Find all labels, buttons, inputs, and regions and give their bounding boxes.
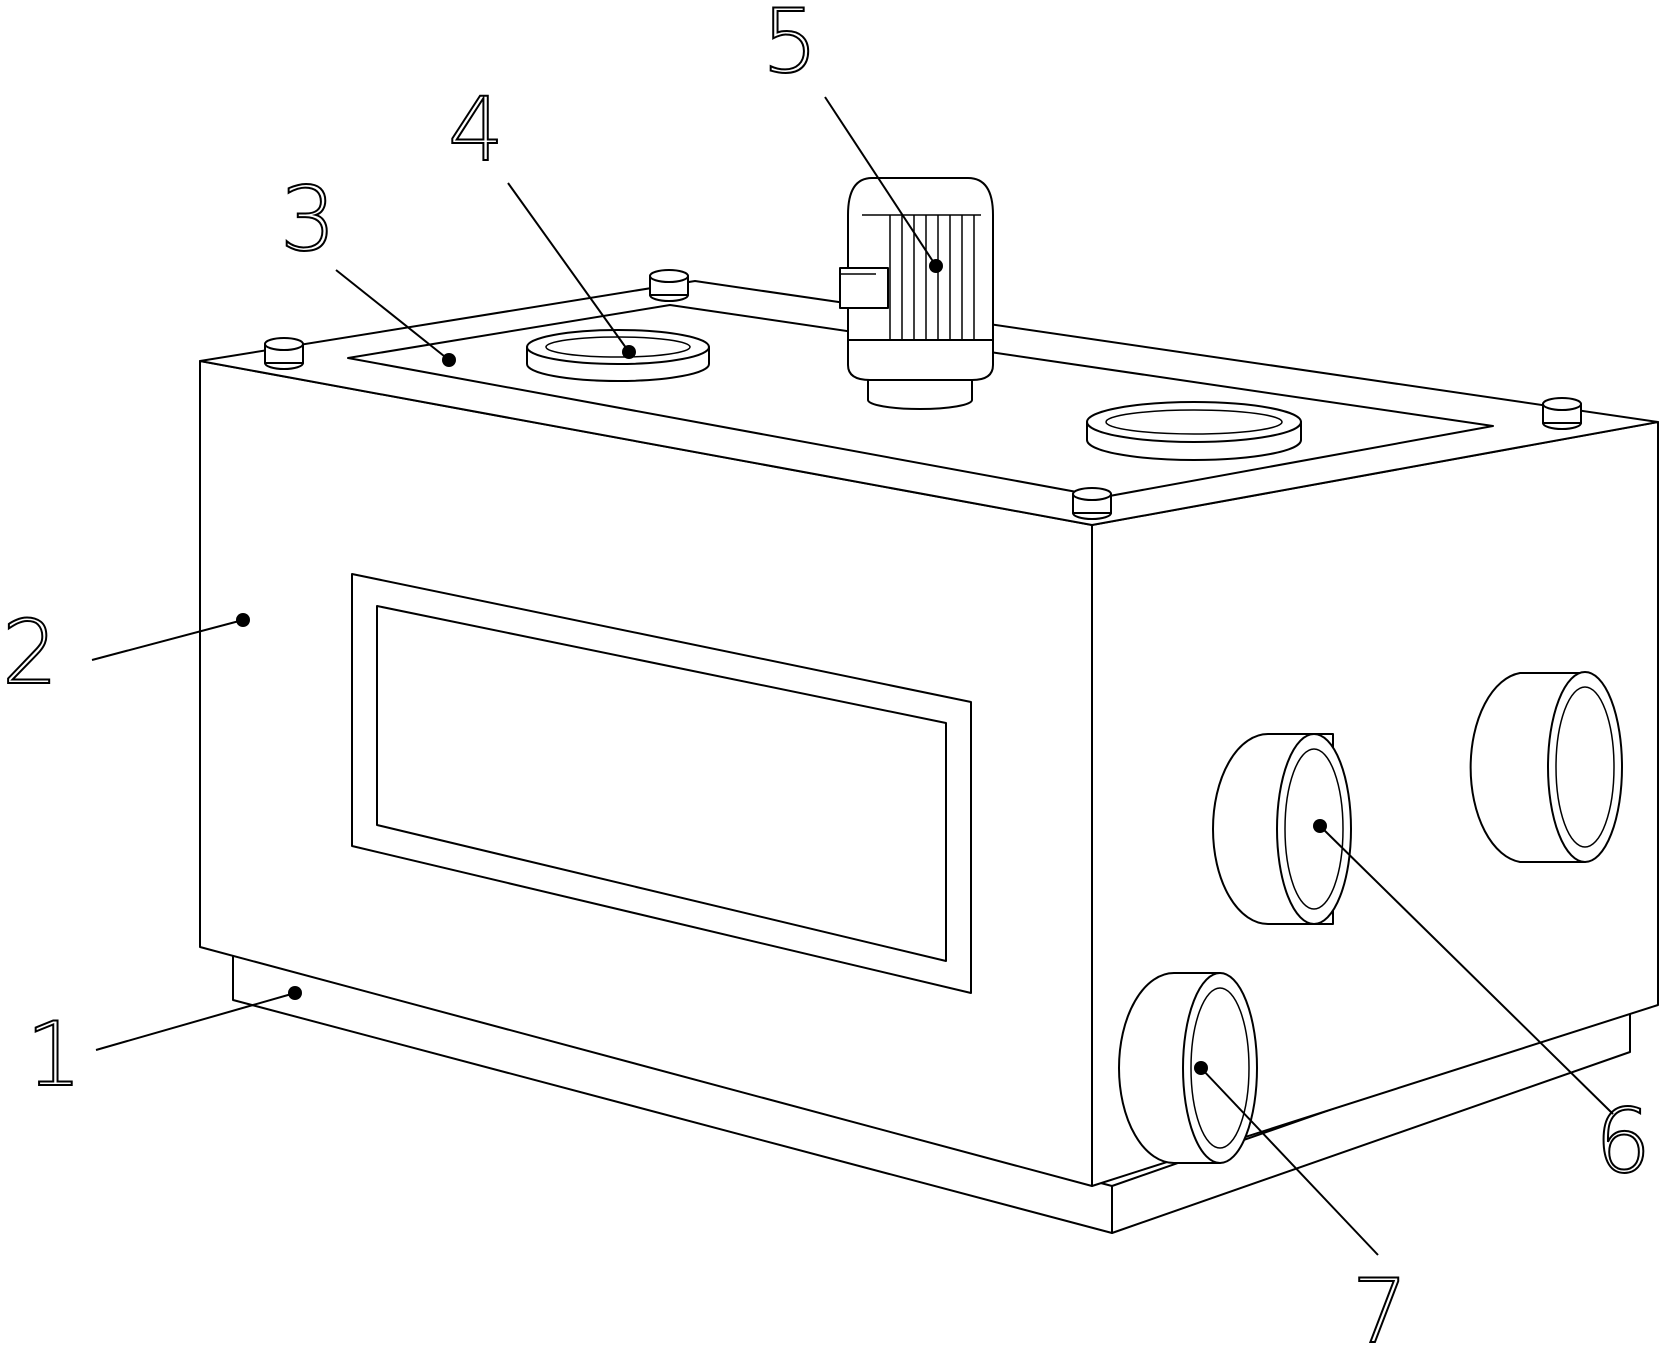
leader-dot-2 (236, 613, 250, 627)
callout-6: 6 (1595, 1090, 1651, 1193)
leader-dot-5 (929, 259, 943, 273)
top-ring-port-right (1086, 401, 1302, 461)
corner-stud (1072, 487, 1112, 520)
side-pipe-port (1212, 733, 1352, 925)
leader-dot-7 (1194, 1061, 1208, 1075)
callout-5: 5 (762, 0, 818, 93)
leader-dot-4 (622, 345, 636, 359)
viewing-window (351, 573, 972, 994)
leader-4 (507, 182, 630, 353)
leader-7 (1200, 1067, 1379, 1256)
callout-7: 7 (1352, 1260, 1408, 1351)
leader-5 (824, 96, 937, 267)
leader-2 (91, 619, 244, 661)
top-ring-port (526, 329, 710, 382)
callout-4: 4 (448, 78, 504, 181)
leader-6 (1319, 825, 1614, 1115)
corner-studs (264, 269, 1582, 520)
corner-stud (1542, 397, 1582, 430)
corner-stud (264, 337, 304, 370)
callout-2: 2 (2, 601, 58, 704)
callout-1: 1 (26, 1003, 82, 1106)
leader-lines (91, 96, 1614, 1256)
motor-cooling-fins (889, 215, 975, 340)
side-pipe-port-right (1469, 671, 1623, 863)
callout-3: 3 (280, 168, 336, 271)
leader-dot-1 (288, 986, 302, 1000)
corner-stud (649, 269, 689, 302)
leader-dot-3 (442, 353, 456, 367)
leader-dot-6 (1313, 819, 1327, 833)
motor (839, 177, 994, 410)
lower-pipe-port (1118, 972, 1258, 1164)
leader-1 (95, 992, 296, 1051)
leader-3 (335, 269, 450, 361)
